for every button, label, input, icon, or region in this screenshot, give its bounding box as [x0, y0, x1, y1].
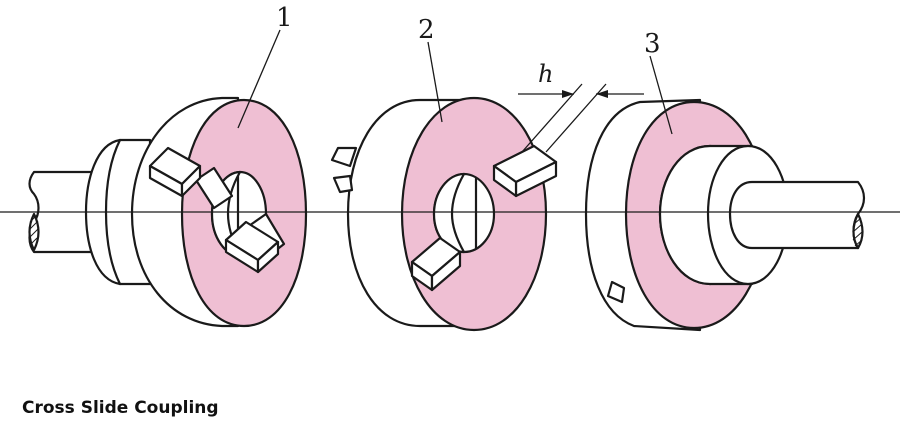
right-shaft-hatch	[852, 217, 863, 247]
part-label-3: 3	[644, 29, 661, 59]
leader-line-1	[237, 29, 281, 129]
part-label-1: 1	[276, 3, 293, 33]
figure-caption: Cross Slide Coupling	[22, 398, 219, 418]
middle-disc	[330, 96, 558, 332]
leader-line-2	[427, 41, 443, 123]
half-coupling-right	[584, 98, 866, 332]
part-label-2: 2	[418, 15, 435, 45]
coupling-diagram: 1 2 3 h	[0, 3, 900, 332]
left-shaft-hatch	[28, 213, 39, 246]
gap-label-h: h	[538, 60, 553, 88]
gap-dimension	[518, 83, 644, 153]
leader-line-3	[649, 55, 673, 135]
